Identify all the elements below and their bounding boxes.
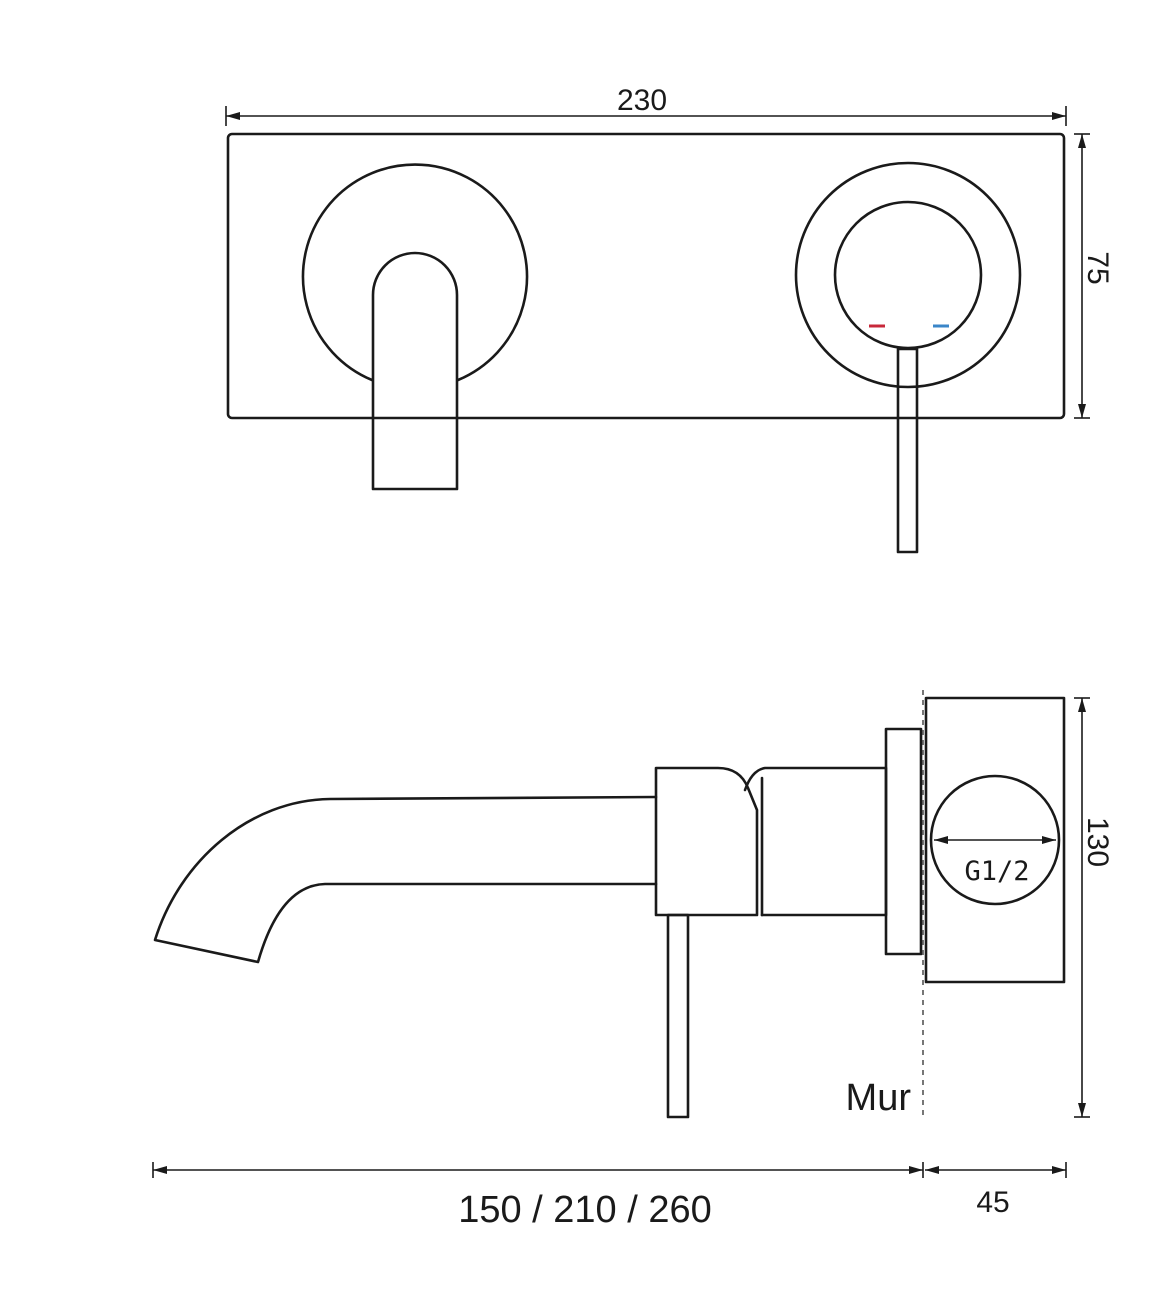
- spout-body-front: [371, 251, 459, 491]
- front-view: 230 75: [225, 84, 1114, 554]
- height-dimension-side: 130: [1074, 697, 1114, 1118]
- spout-length-label: 150 / 210 / 260: [458, 1189, 712, 1231]
- wall-label: Mur: [846, 1077, 912, 1119]
- wall-plate: [226, 132, 1066, 420]
- cartridge-body: [743, 766, 888, 917]
- side-view: G1/2 130 Mur 150 / 210 / 260 45: [152, 690, 1114, 1231]
- depth-dimension: 45: [925, 1162, 1067, 1219]
- in-wall-box: [924, 696, 1066, 984]
- rosette-flange: [884, 727, 923, 956]
- mixer-rosette-inner: [833, 200, 983, 350]
- mixer-head: [654, 766, 759, 917]
- width-dimension: 230: [225, 84, 1067, 126]
- height-label-front: 75: [1081, 251, 1114, 284]
- lever-front: [896, 347, 919, 554]
- spout-rosette: [301, 163, 529, 382]
- spout-length-dimension: 150 / 210 / 260: [152, 1162, 924, 1231]
- height-label-side: 130: [1081, 817, 1114, 867]
- thread-label: G1/2: [964, 856, 1029, 887]
- width-label: 230: [617, 84, 667, 117]
- lever-side: [666, 913, 690, 1119]
- thread-circle: [929, 774, 1061, 906]
- mixer-rosette-outer: [794, 161, 1022, 389]
- height-dimension-front: 75: [1074, 133, 1114, 419]
- depth-label: 45: [976, 1186, 1009, 1219]
- spout-side: [153, 795, 658, 964]
